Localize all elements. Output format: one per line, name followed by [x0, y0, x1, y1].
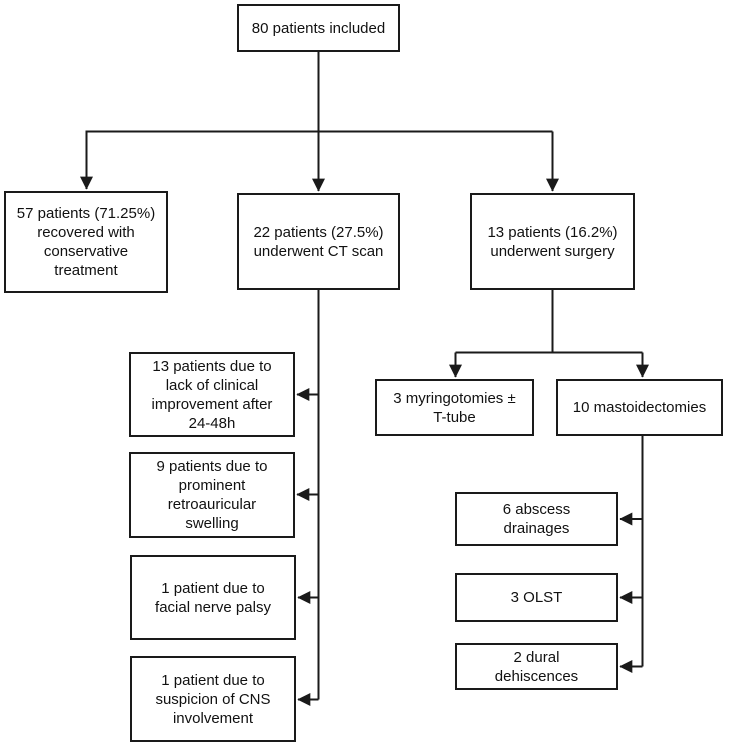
node-conservative-treatment: 57 patients (71.25%) recovered with cons…: [4, 191, 168, 293]
node-lack-of-improvement: 13 patients due to lack of clinical impr…: [129, 352, 295, 437]
node-olst: 3 OLST: [455, 573, 618, 622]
node-ct-scan: 22 patients (27.5%) underwent CT scan: [237, 193, 400, 290]
node-dural-dehiscences: 2 dural dehiscences: [455, 643, 618, 690]
node-myringotomies: 3 myringotomies ± T-tube: [375, 379, 534, 436]
node-retroauricular-swelling: 9 patients due to prominent retroauricul…: [129, 452, 295, 538]
node-surgery: 13 patients (16.2%) underwent surgery: [470, 193, 635, 290]
node-facial-nerve-palsy: 1 patient due to facial nerve palsy: [130, 555, 296, 640]
node-mastoidectomies: 10 mastoidectomies: [556, 379, 723, 436]
node-cns-involvement: 1 patient due to suspicion of CNS involv…: [130, 656, 296, 742]
node-abscess-drainages: 6 abscess drainages: [455, 492, 618, 546]
node-80-patients-included: 80 patients included: [237, 4, 400, 52]
